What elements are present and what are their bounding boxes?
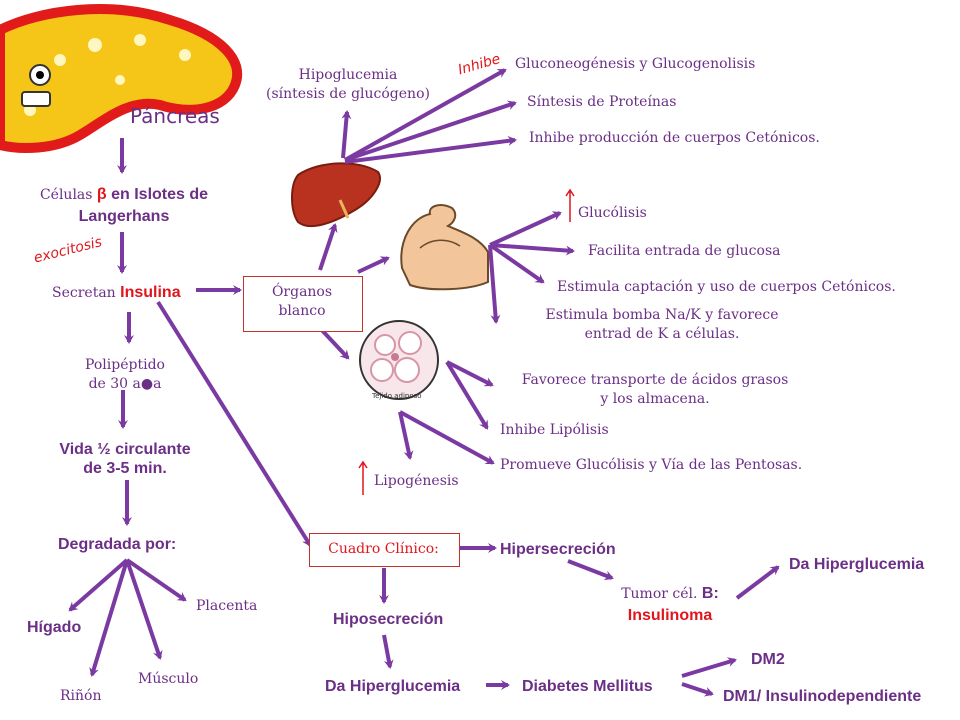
liver-illustration: [291, 162, 381, 227]
insulina-text: Insulina: [120, 284, 181, 301]
arrow-tumor-to-hiperglucemia: [735, 565, 780, 600]
polipeptido-line2: de 30 a●a: [88, 376, 162, 392]
dm1-label: DM1/ Insulinodependiente: [723, 688, 922, 705]
vida-label: Vida ½ circulante de 3-5 min.: [30, 440, 220, 478]
vida-line2: de 3-5 min.: [83, 460, 167, 477]
langerhans-label: Langerhans: [78, 208, 170, 225]
adipose-transporte-line1: Favorece transporte de ácidos grasos: [521, 372, 789, 388]
diabetes-mellitus-label: Diabetes Mellitus: [522, 678, 653, 695]
secretan-label: Secretan Insulina: [52, 283, 181, 303]
cuadro-clinico-label: Cuadro Clínico:: [328, 541, 439, 557]
arrow-muscle-to-nak: [488, 244, 501, 324]
tumor-b: B:: [701, 585, 719, 602]
arrow-adipose-to-transporte: [446, 360, 494, 387]
adipose-effect-lipolisis: Inhibe Lipólisis: [500, 422, 609, 438]
pancreas-label: Páncreas: [130, 104, 220, 128]
arrow-adipose-to-lipolisis: [445, 360, 489, 430]
arrow-to-musculo: [125, 559, 163, 660]
increase-arrows: [358, 188, 575, 495]
arrow-hiper-to-tumor: [567, 559, 614, 581]
arrow-adipose-to-lipogenesis: [398, 411, 414, 460]
adipose-effect-pentosas: Promueve Glucólisis y Vía de las Pentosa…: [500, 457, 803, 473]
da-hiperglucemia-top-label: Da Hiperglucemia: [789, 556, 925, 573]
arrow-liver-to-cetonicos: [344, 135, 517, 164]
arrow-adipose-to-pentosas: [399, 410, 495, 465]
vida-line1: Vida ½ circulante: [59, 441, 191, 458]
arrow-to-rinon: [89, 559, 129, 677]
hipoglucemia-line2: (síntesis de glucógeno): [266, 86, 430, 102]
adipose-transporte-line2: y los almacena.: [600, 391, 710, 407]
muscle-illustration: [400, 204, 489, 291]
lipogenesis-label: Lipogénesis: [374, 473, 459, 489]
hipoglucemia-line1: Hipoglucemia: [298, 67, 398, 83]
tumor-label: Tumor cél. B:: [590, 584, 750, 604]
pancreas-illustration: [0, 4, 243, 153]
organos-blanco-label: Órganos blanco: [243, 283, 361, 321]
muscle-nak-line1: Estimula bomba Na/K y favorece: [545, 307, 779, 323]
dm2-label: DM2: [751, 651, 785, 668]
adipose-tissue-illustration: [359, 320, 439, 400]
degradada-label: Degradada por:: [58, 536, 177, 553]
hipersecrecion-label: Hipersecreción: [500, 541, 616, 558]
organos-line2: blanco: [278, 303, 326, 319]
arrow-to-higado: [68, 558, 129, 612]
muscle-effect-cetonicos: Estimula captación y uso de cuerpos Cetó…: [557, 279, 896, 295]
da-hiperglucemia-bottom-label: Da Hiperglucemia: [325, 678, 461, 695]
organos-line1: Órganos: [271, 284, 333, 300]
hiposecrecion-label: Hiposecreción: [333, 611, 444, 628]
tumor-prefix: Tumor cél.: [621, 586, 702, 602]
muscle-effect-nak: Estimula bomba Na/K y favorece entrad de…: [522, 306, 802, 344]
adipose-effect-transporte: Favorece transporte de ácidos grasos y l…: [505, 371, 805, 409]
muscle-effect-glucosa: Facilita entrada de glucosa: [588, 243, 781, 259]
liver-effect-proteinas: Síntesis de Proteínas: [527, 94, 677, 110]
muscle-nak-line2: entrad de K a células.: [584, 326, 740, 342]
increase-arrow-glucolisis: [565, 188, 575, 222]
higado-label: Hígado: [27, 619, 82, 636]
arrow-organos-to-muscle: [357, 256, 390, 274]
beta-cells-label: Células β en Islotes de: [18, 185, 230, 205]
arrow-insulina-to-cuadro: [156, 300, 312, 547]
arrow-muscle-to-cetonicos: [488, 243, 545, 284]
polipeptido-label: Polipéptido de 30 a●a: [50, 356, 200, 394]
arrows-group: [68, 68, 780, 697]
increase-arrow-lipogenesis: [358, 460, 368, 495]
beta-prefix: Células: [39, 187, 97, 203]
organos-blanco-box: [243, 276, 363, 332]
polipeptido-line1: Polipéptido: [85, 357, 165, 373]
arrow-liver-to-hipoglucemia: [341, 110, 352, 159]
secretan-text: Secretan: [52, 285, 121, 301]
insulinoma-label: Insulinoma: [627, 607, 713, 624]
arrow-diabetes-to-dm1: [681, 682, 714, 697]
liver-effect-gluconeogenesis: Gluconeogénesis y Glucogenolisis: [515, 56, 756, 72]
cuadro-clinico-box: [309, 533, 460, 567]
arrow-muscle-to-glucolisis: [489, 211, 562, 247]
rinon-label: Riñón: [60, 688, 102, 704]
arrow-diabetes-to-dm2: [681, 657, 737, 678]
arrow-to-placenta: [125, 558, 187, 602]
arrow-organos-to-liver: [318, 223, 338, 271]
musculo-label: Músculo: [138, 671, 199, 687]
arrow-liver-to-gluconeogenesis: [344, 68, 507, 162]
muscle-effect-glucolisis: Glucólisis: [578, 205, 647, 221]
placenta-label: Placenta: [196, 598, 258, 614]
beta-symbol: β: [96, 186, 107, 203]
beta-suffix: en Islotes de: [106, 186, 209, 203]
hipoglucemia-label: Hipoglucemia (síntesis de glucógeno): [248, 66, 448, 104]
arrow-liver-to-proteinas: [344, 100, 517, 162]
arrow-hipo-to-hiperglucemia: [382, 634, 394, 669]
adipose-tissue-caption: Tejido adiposo: [372, 392, 422, 400]
arrow-muscle-to-glucosa: [489, 243, 575, 256]
liver-effect-cetonicos: Inhibe producción de cuerpos Cetónicos.: [529, 130, 820, 146]
